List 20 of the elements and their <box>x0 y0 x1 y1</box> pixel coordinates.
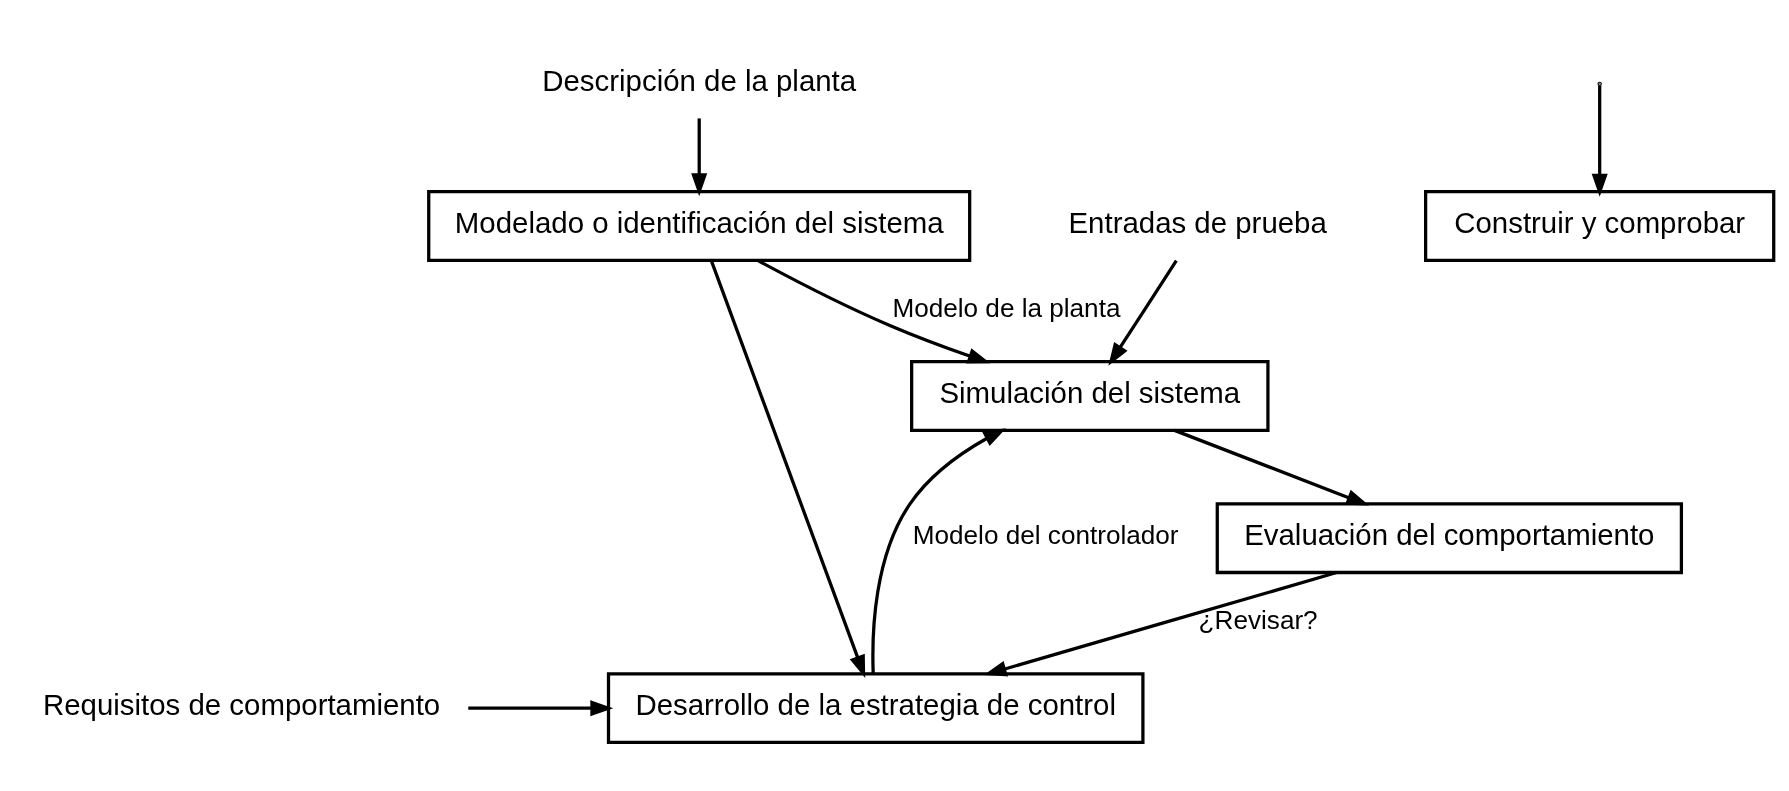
node-text: Entradas de prueba <box>1068 205 1327 239</box>
arrow <box>1591 85 1608 197</box>
arrow <box>1173 428 1370 506</box>
arrow <box>983 570 1338 676</box>
arrow <box>1108 259 1178 366</box>
edge-label: Modelo de la planta <box>892 292 1121 323</box>
arrow <box>709 259 866 678</box>
node-text: Requisitos de comportamiento <box>43 687 441 721</box>
edge-label: ¿Revisar? <box>1198 604 1318 635</box>
node-box: Evaluación del comportamiento <box>1215 501 1684 574</box>
arrow <box>691 117 708 196</box>
node-box: Desarrollo de la estrategia de control <box>606 671 1145 744</box>
arrow <box>468 699 614 716</box>
node-text: Descripción de la planta <box>542 63 857 97</box>
node-box: Construir y comprobar <box>1424 189 1776 262</box>
node-box: Simulación del sistema <box>910 359 1270 432</box>
node-box: Modelado o identificación del sistema <box>427 189 972 262</box>
edge-label: Modelo del controlador <box>912 519 1179 550</box>
arrow <box>756 258 991 363</box>
arrow <box>871 427 1007 673</box>
